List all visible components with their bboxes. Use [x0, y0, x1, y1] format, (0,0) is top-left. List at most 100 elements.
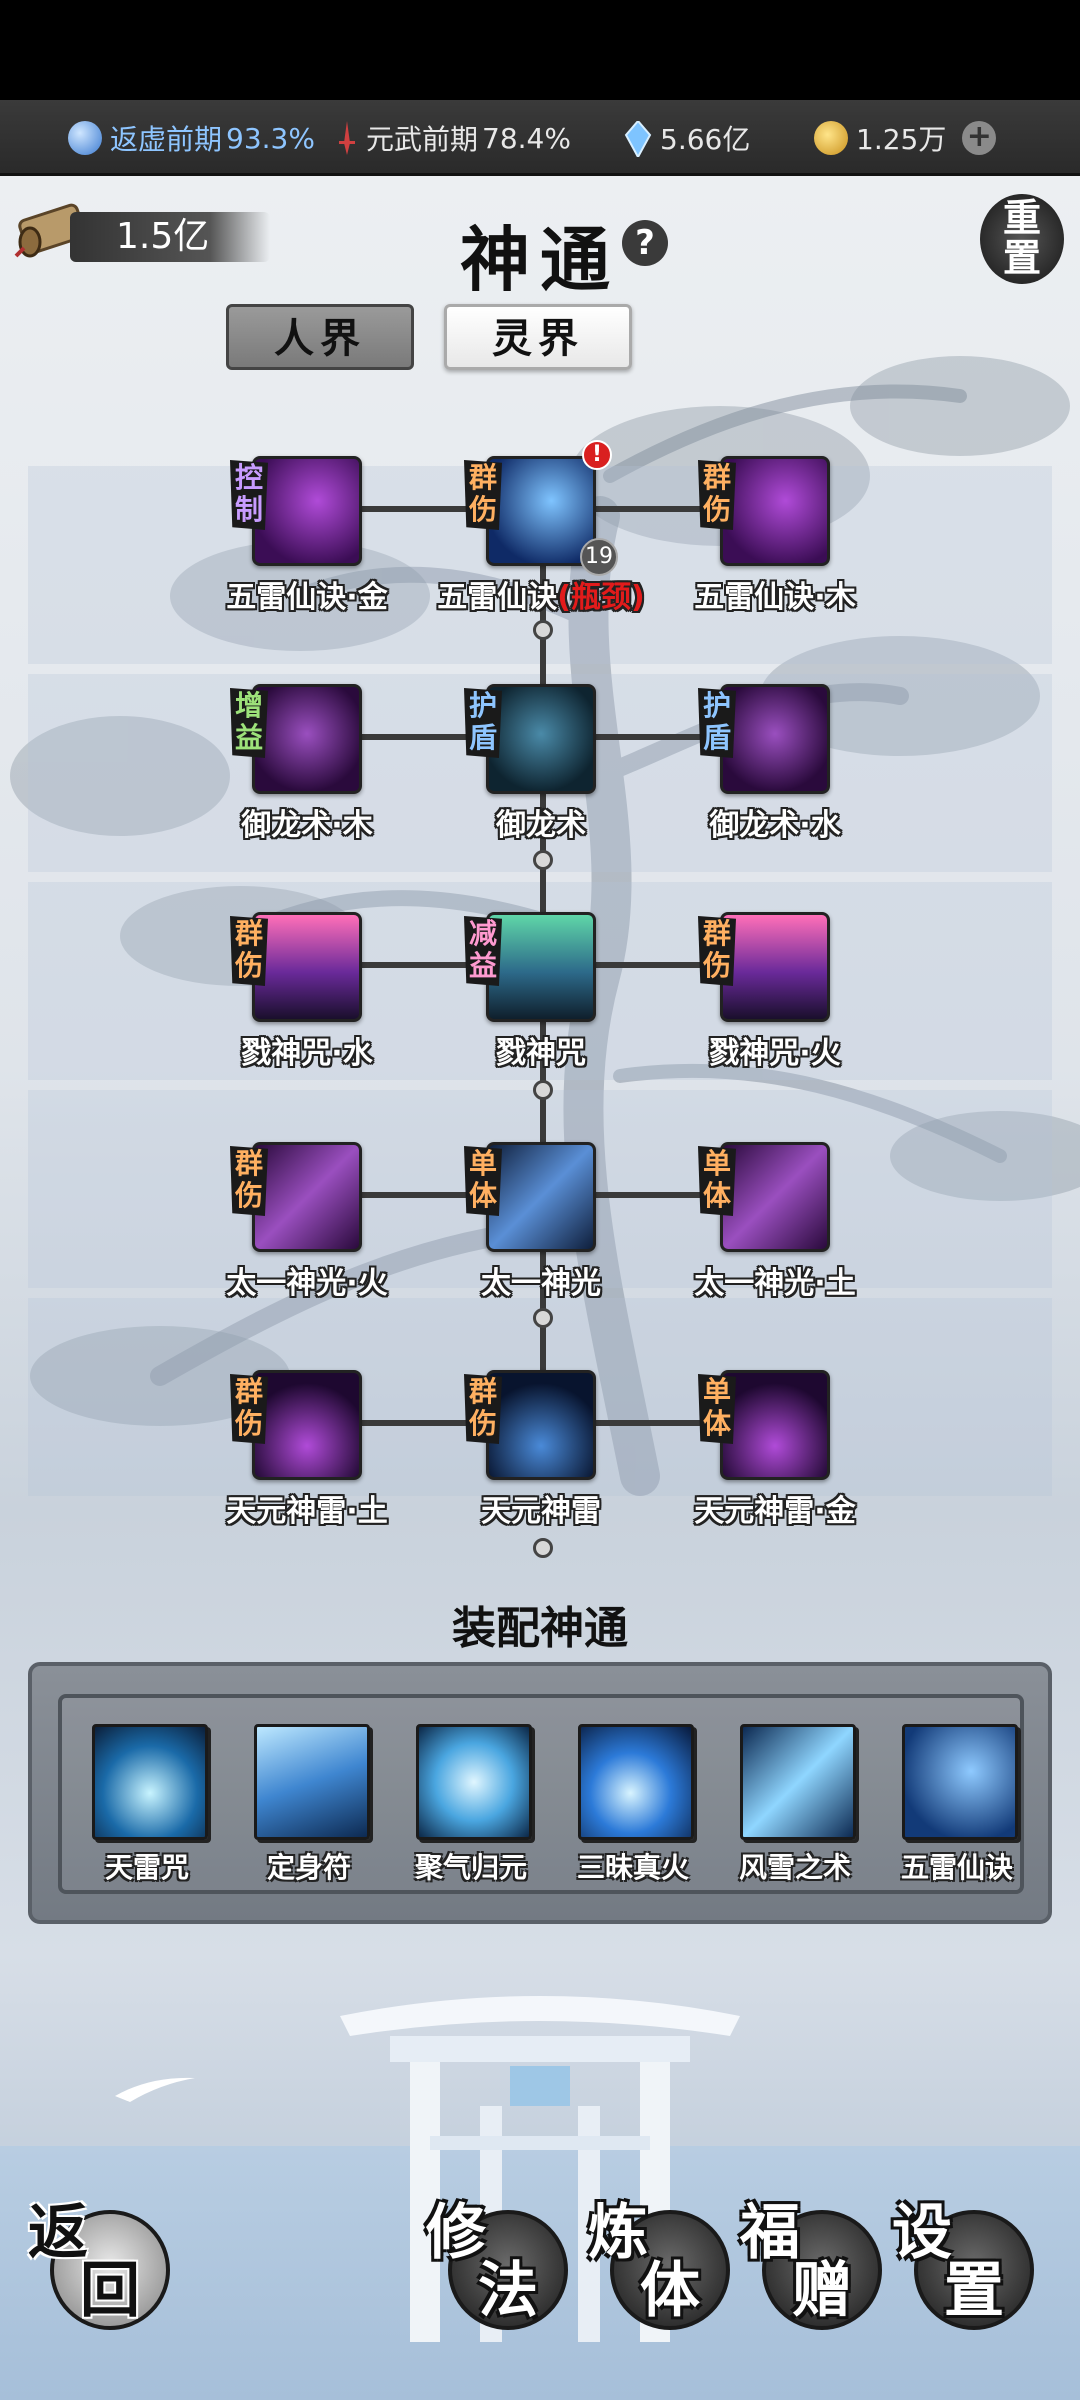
dragon-mask-icon: [486, 684, 596, 794]
skill-node-taiyi-huo[interactable]: 群伤 太一神光·火: [176, 1142, 426, 1322]
spirit-beam-icon: [720, 912, 830, 1022]
equip-slot-3[interactable]: 聚气归元: [396, 1724, 546, 1884]
lightning-scroll-icon: [902, 1724, 1018, 1840]
cultivate-technique-button[interactable]: 修 法: [426, 2198, 568, 2330]
skill-node-wulei-mu[interactable]: 群伤 五雷仙诀·木: [644, 456, 894, 636]
skill-node-yulong-shui[interactable]: 护盾 御龙术·水: [644, 684, 894, 864]
tree-node-dot: [533, 850, 553, 870]
reset-label-2: 置: [1002, 235, 1041, 280]
equip-slot-5[interactable]: 风雪之术: [720, 1724, 870, 1884]
realm-progress-2[interactable]: 元武前期 78.4%: [336, 118, 571, 158]
thunder-burst-icon: [252, 1370, 362, 1480]
skill-node-wulei-jin[interactable]: 控制 五雷仙诀·金: [176, 456, 426, 636]
skill-node-lushen-huo[interactable]: 群伤 戮神咒·火: [644, 912, 894, 1092]
skill-label: 太一神光: [481, 1266, 601, 1301]
bottleneck-label: (瓶颈): [557, 580, 645, 615]
skill-type-tag: 护盾: [464, 688, 502, 758]
divine-skills-screen: 1.5亿 神通 ? 重 置 人界 灵界 控制 五雷仙诀·金 群伤 ! 19 五雷…: [0, 176, 1080, 2400]
tree-node-dot: [533, 1538, 553, 1558]
cultivation-currency-value: 1.5亿: [116, 216, 210, 257]
gift-button[interactable]: 福 赠: [740, 2198, 882, 2330]
skill-node-taiyi[interactable]: 单体 太一神光: [410, 1142, 660, 1322]
tree-node-dot: [533, 620, 553, 640]
scroll-icon: [12, 198, 102, 258]
equip-slot-label: 定身符: [266, 1851, 351, 1884]
skill-label: 戮神咒: [496, 1036, 586, 1071]
equip-slot-label: 风雪之术: [738, 1851, 851, 1884]
reset-button[interactable]: 重 置: [980, 194, 1064, 284]
lightning-scroll-icon: [252, 456, 362, 566]
skill-node-lushen[interactable]: 减益 戮神咒: [410, 912, 660, 1092]
reset-label-1: 重: [1002, 195, 1041, 240]
skill-node-lushen-shui[interactable]: 群伤 戮神咒·水: [176, 912, 426, 1092]
skill-node-taiyi-tu[interactable]: 单体 太一神光·土: [644, 1142, 894, 1322]
tree-node-dot: [533, 1080, 553, 1100]
spirit-beam-icon: [486, 912, 596, 1022]
back-button[interactable]: 返 回: [28, 2198, 170, 2330]
skill-label: 戮神咒·水: [241, 1036, 373, 1071]
ice-blade-icon: [740, 1724, 856, 1840]
skill-node-tianyuan[interactable]: 群伤 天元神雷: [410, 1370, 660, 1550]
body-refining-button[interactable]: 炼 体: [588, 2198, 730, 2330]
equip-slot-1[interactable]: 天雷咒: [72, 1724, 222, 1884]
skill-label: 戮神咒·火: [709, 1036, 841, 1071]
tab-human-realm[interactable]: 人界: [226, 304, 414, 370]
skill-type-tag: 增益: [230, 688, 268, 758]
skill-node-tianyuan-tu[interactable]: 群伤 天元神雷·土: [176, 1370, 426, 1550]
skill-label: 五雷仙诀(瓶颈): [437, 580, 645, 615]
lightning-scroll-icon: [486, 456, 596, 566]
thunder-curse-icon: [92, 1724, 208, 1840]
skill-label: 五雷仙诀·木: [694, 580, 856, 615]
palm-energy-icon: [416, 1724, 532, 1840]
light-ray-icon: [486, 1142, 596, 1252]
top-black-bar: [0, 0, 1080, 100]
spirit-stone-value: 5.66亿: [660, 123, 751, 156]
equip-slot-2[interactable]: 定身符: [234, 1724, 384, 1884]
light-ray-icon: [720, 1142, 830, 1252]
skill-label: 御龙术: [496, 808, 586, 843]
sword-icon: [336, 121, 358, 155]
resource-status-bar: 返虚前期 93.3% 元武前期 78.4% 5.66亿 1.25万 +: [0, 100, 1080, 176]
equip-slot-label: 聚气归元: [414, 1851, 527, 1884]
equip-slot-label: 三昧真火: [576, 1851, 689, 1884]
equip-slot-label: 五雷仙诀: [900, 1851, 1013, 1884]
realm-value-2: 78.4%: [482, 121, 571, 155]
equip-slot-label: 天雷咒: [104, 1851, 189, 1884]
skill-label: 天元神雷·土: [226, 1494, 388, 1529]
realm-progress-1[interactable]: 返虚前期 93.3%: [68, 118, 315, 158]
spirit-stone-icon: [624, 119, 652, 160]
thunder-burst-icon: [720, 1370, 830, 1480]
equip-section-title: 装配神通: [452, 1603, 628, 1654]
skill-label: 天元神雷·金: [694, 1494, 856, 1529]
gold-value: 1.25万: [856, 123, 947, 156]
add-gold-button[interactable]: +: [962, 121, 997, 155]
equip-slot-6[interactable]: 五雷仙诀: [882, 1724, 1032, 1884]
thunder-burst-icon: [486, 1370, 596, 1480]
help-button[interactable]: ?: [622, 220, 668, 266]
lightning-scroll-icon: [720, 456, 830, 566]
spirit-stone-counter[interactable]: 5.66亿: [624, 118, 751, 160]
skill-type-tag: 群伤: [230, 1374, 268, 1444]
skill-type-tag: 群伤: [464, 1374, 502, 1444]
dragon-mask-icon: [252, 684, 362, 794]
tab-spirit-realm[interactable]: 灵界: [444, 304, 632, 370]
skill-node-wulei[interactable]: 群伤 ! 19 五雷仙诀(瓶颈): [410, 440, 660, 636]
gold-counter[interactable]: 1.25万 +: [814, 118, 997, 158]
skill-type-tag: 单体: [698, 1374, 736, 1444]
settings-button[interactable]: 设 置: [892, 2198, 1034, 2330]
skill-label: 天元神雷: [481, 1494, 601, 1529]
page-title: 神通: [460, 218, 620, 301]
skill-type-tag: 群伤: [464, 460, 502, 530]
realm-name-2: 元武前期: [366, 123, 479, 156]
skill-node-yulong-mu[interactable]: 增益 御龙术·木: [176, 684, 426, 864]
skill-type-tag: 群伤: [230, 1146, 268, 1216]
dragon-mask-icon: [720, 684, 830, 794]
equip-slots-row: 天雷咒 定身符 聚气归元 三昧真火 风雪之术 五雷仙诀: [58, 1694, 1024, 1894]
equip-slot-4[interactable]: 三昧真火: [558, 1724, 708, 1884]
spirit-beam-icon: [252, 912, 362, 1022]
skill-label: 五雷仙诀·金: [226, 580, 388, 615]
skill-node-yulong[interactable]: 护盾 御龙术: [410, 684, 660, 864]
skill-node-tianyuan-jin[interactable]: 单体 天元神雷·金: [644, 1370, 894, 1550]
skill-label: 御龙术·木: [241, 808, 373, 843]
skill-type-tag: 控制: [230, 460, 268, 530]
